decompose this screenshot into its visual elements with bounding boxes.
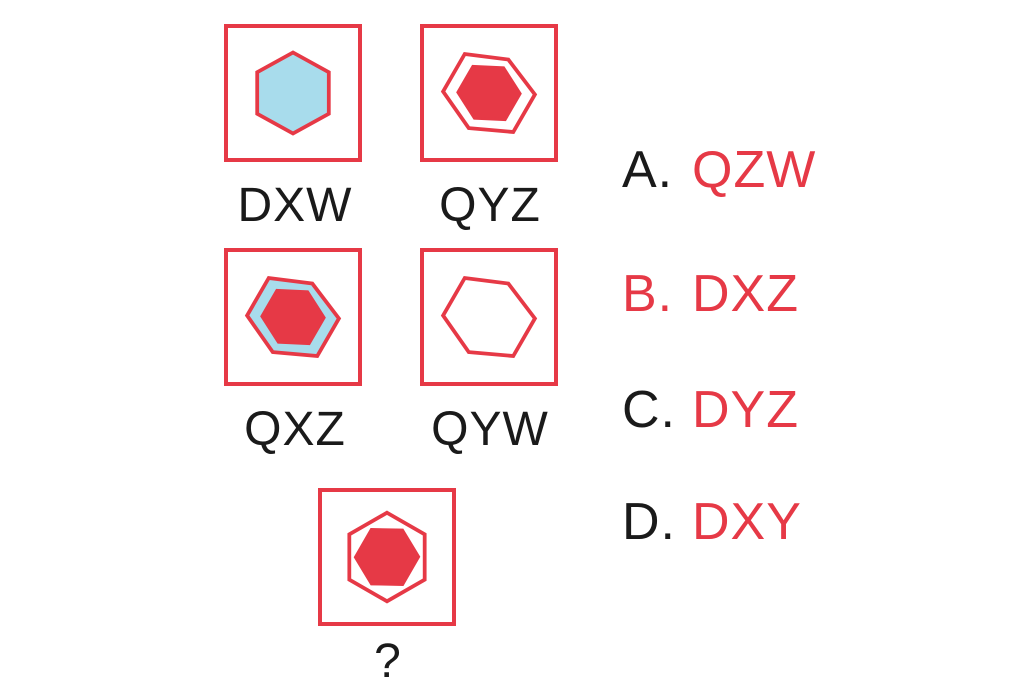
figure-1-code: DXW [237, 179, 353, 232]
figure-2-tile [420, 24, 558, 162]
red-hexagon-in-blue-hexagon-icon [244, 275, 342, 359]
empty-hexagon-icon [440, 275, 538, 359]
option-d-text[interactable]: DXY [692, 493, 802, 551]
option-d-letter[interactable]: D. [622, 493, 676, 551]
figure-1-tile [224, 24, 362, 162]
figure-2-code: QYZ [439, 179, 541, 232]
red-hexagon-in-ring-icon [347, 510, 427, 604]
option-a-text[interactable]: QZW [692, 141, 817, 199]
option-c-letter[interactable]: C. [622, 381, 676, 439]
figure-3-code: QXZ [244, 403, 346, 456]
light-blue-hexagon-icon [255, 50, 331, 136]
figure-4-tile [420, 248, 558, 386]
red-hexagon-in-ring-icon [440, 51, 538, 135]
figure-3-tile [224, 248, 362, 386]
option-b-letter[interactable]: B. [622, 265, 674, 323]
option-c-text[interactable]: DYZ [692, 381, 799, 439]
question-mark: ? [374, 635, 402, 688]
question-tile [318, 488, 456, 626]
figure-4-code: QYW [431, 403, 549, 456]
option-a-letter[interactable]: A. [622, 141, 674, 199]
option-b-text[interactable]: DXZ [692, 265, 799, 323]
